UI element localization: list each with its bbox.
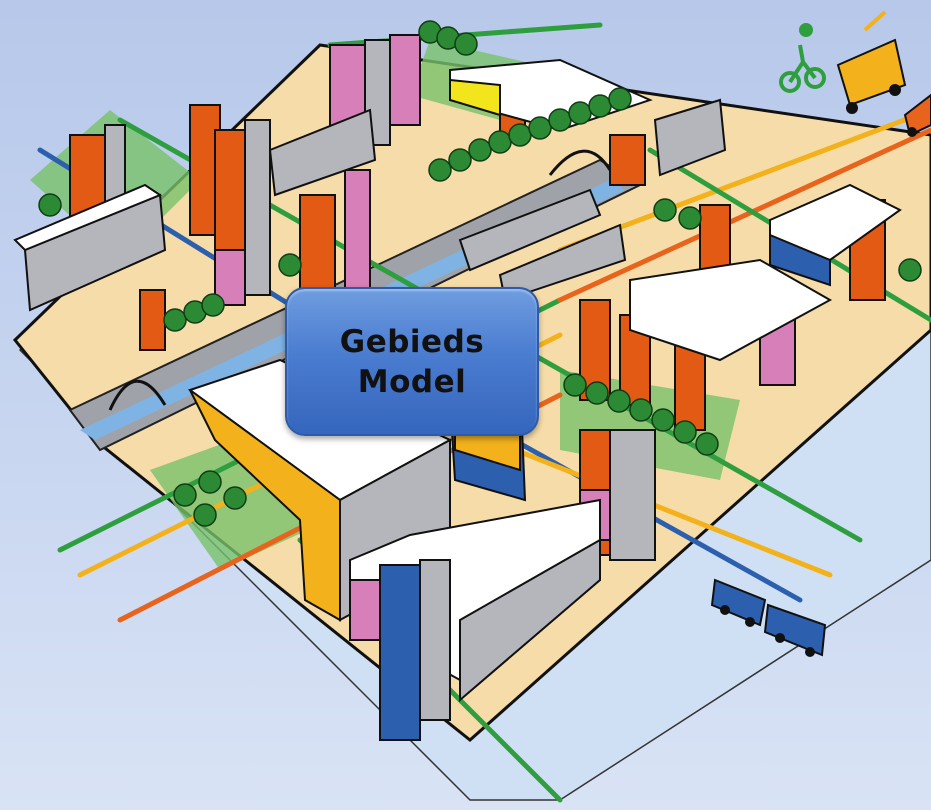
car-icon <box>903 93 931 137</box>
cyclist-icon <box>779 23 826 93</box>
bridge <box>108 379 167 411</box>
trees <box>38 20 922 527</box>
bridge <box>548 149 612 176</box>
train-icon <box>710 578 827 657</box>
label-line-2: Model <box>357 363 467 400</box>
label-line-1: Gebieds <box>339 323 485 360</box>
tram-icon <box>836 10 907 114</box>
area-model-label: Gebieds Model <box>285 287 539 436</box>
